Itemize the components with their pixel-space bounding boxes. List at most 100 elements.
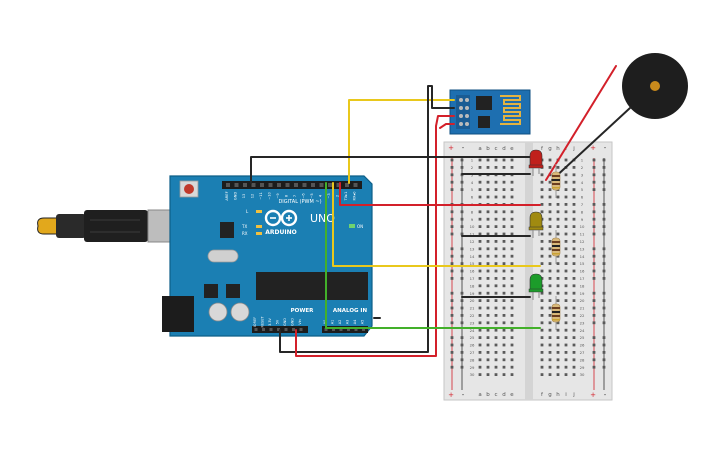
rail-hole[interactable] — [592, 277, 596, 280]
breadboard-hole[interactable] — [494, 240, 498, 243]
breadboard-hole[interactable] — [548, 158, 552, 162]
breadboard-hole[interactable] — [502, 277, 506, 280]
breadboard-hole[interactable] — [572, 358, 576, 362]
breadboard-hole[interactable] — [548, 299, 552, 302]
breadboard-hole[interactable] — [502, 188, 506, 191]
breadboard-hole[interactable] — [494, 373, 498, 376]
breadboard-hole[interactable] — [494, 188, 498, 191]
rail-hole[interactable] — [460, 166, 464, 169]
breadboard-hole[interactable] — [548, 321, 552, 325]
breadboard-hole[interactable] — [510, 158, 514, 162]
breadboard-hole[interactable] — [548, 180, 552, 184]
breadboard-hole[interactable] — [540, 240, 544, 243]
breadboard-hole[interactable] — [486, 188, 490, 191]
breadboard-hole[interactable] — [478, 336, 482, 339]
rail-hole[interactable] — [592, 225, 596, 228]
breadboard-hole[interactable] — [572, 254, 576, 258]
breadboard-hole[interactable] — [556, 336, 560, 339]
breadboard-hole[interactable] — [556, 284, 560, 288]
breadboard-hole[interactable] — [478, 321, 482, 325]
breadboard-hole[interactable] — [572, 195, 576, 199]
breadboard-hole[interactable] — [478, 306, 482, 310]
red-led[interactable] — [528, 149, 544, 176]
breadboard-hole[interactable] — [486, 262, 490, 265]
breadboard-hole[interactable] — [494, 314, 498, 317]
rail-hole[interactable] — [460, 277, 464, 280]
breadboard-hole[interactable] — [510, 166, 514, 169]
header-pin[interactable] — [243, 183, 247, 187]
arduino-uno-board[interactable]: ARDUINO UNO DIGITAL (PWM ~) POWER ANALOG… — [162, 175, 373, 337]
rail-hole[interactable] — [460, 225, 464, 228]
breadboard-hole[interactable] — [556, 203, 560, 206]
breadboard-hole[interactable] — [494, 180, 498, 184]
breadboard-hole[interactable] — [494, 262, 498, 265]
breadboard-hole[interactable] — [510, 306, 514, 310]
breadboard-hole[interactable] — [540, 336, 544, 339]
breadboard-hole[interactable] — [510, 365, 514, 369]
breadboard-hole[interactable] — [502, 358, 506, 362]
breadboard-hole[interactable] — [556, 217, 560, 221]
breadboard-hole[interactable] — [502, 336, 506, 339]
rail-hole[interactable] — [602, 225, 606, 228]
breadboard-hole[interactable] — [486, 321, 490, 325]
breadboard-hole[interactable] — [572, 343, 576, 347]
breadboard-hole[interactable] — [548, 314, 552, 317]
breadboard-hole[interactable] — [572, 328, 576, 332]
breadboard-hole[interactable] — [510, 217, 514, 221]
breadboard-hole[interactable] — [564, 351, 568, 354]
breadboard-hole[interactable] — [572, 291, 576, 295]
breadboard-hole[interactable] — [540, 195, 544, 199]
breadboard-hole[interactable] — [502, 180, 506, 184]
rail-hole[interactable] — [602, 180, 606, 184]
breadboard-hole[interactable] — [486, 328, 490, 332]
rail-hole[interactable] — [450, 277, 454, 280]
rail-hole[interactable] — [592, 262, 596, 265]
rail-hole[interactable] — [460, 306, 464, 310]
rail-hole[interactable] — [592, 217, 596, 221]
breadboard-hole[interactable] — [502, 217, 506, 221]
breadboard-hole[interactable] — [478, 277, 482, 280]
rail-hole[interactable] — [450, 166, 454, 169]
header-pin[interactable] — [260, 183, 264, 187]
breadboard-hole[interactable] — [486, 343, 490, 347]
breadboard-hole[interactable] — [572, 284, 576, 288]
breadboard-hole[interactable] — [510, 277, 514, 280]
rail-hole[interactable] — [592, 247, 596, 251]
breadboard-hole[interactable] — [564, 247, 568, 251]
breadboard-hole[interactable] — [572, 299, 576, 302]
breadboard-hole[interactable] — [510, 358, 514, 362]
breadboard-hole[interactable] — [548, 291, 552, 295]
breadboard-hole[interactable] — [510, 247, 514, 251]
breadboard-hole[interactable] — [564, 158, 568, 162]
breadboard-hole[interactable] — [502, 166, 506, 169]
breadboard-hole[interactable] — [556, 299, 560, 302]
breadboard-hole[interactable] — [478, 180, 482, 184]
breadboard-hole[interactable] — [548, 254, 552, 258]
breadboard-hole[interactable] — [494, 291, 498, 295]
rail-hole[interactable] — [592, 269, 596, 273]
breadboard-hole[interactable] — [510, 321, 514, 325]
breadboard-hole[interactable] — [548, 225, 552, 228]
breadboard-hole[interactable] — [556, 351, 560, 354]
breadboard-hole[interactable] — [556, 373, 560, 376]
breadboard-hole[interactable] — [494, 321, 498, 325]
rail-hole[interactable] — [460, 351, 464, 354]
rail-hole[interactable] — [450, 306, 454, 310]
rail-hole[interactable] — [592, 254, 596, 258]
breadboard-hole[interactable] — [572, 180, 576, 184]
breadboard-hole[interactable] — [564, 217, 568, 221]
rail-hole[interactable] — [450, 232, 454, 236]
breadboard-hole[interactable] — [502, 210, 506, 214]
breadboard-hole[interactable] — [478, 247, 482, 251]
breadboard-hole[interactable] — [540, 291, 544, 295]
rail-hole[interactable] — [602, 232, 606, 236]
rail-hole[interactable] — [592, 210, 596, 214]
breadboard-hole[interactable] — [486, 291, 490, 295]
header-pin[interactable] — [353, 183, 358, 187]
rail-hole[interactable] — [602, 336, 606, 339]
analog-pin[interactable] — [339, 328, 343, 331]
breadboard-hole[interactable] — [540, 262, 544, 265]
breadboard-hole[interactable] — [510, 343, 514, 347]
breadboard-hole[interactable] — [478, 158, 482, 162]
breadboard-hole[interactable] — [510, 210, 514, 214]
